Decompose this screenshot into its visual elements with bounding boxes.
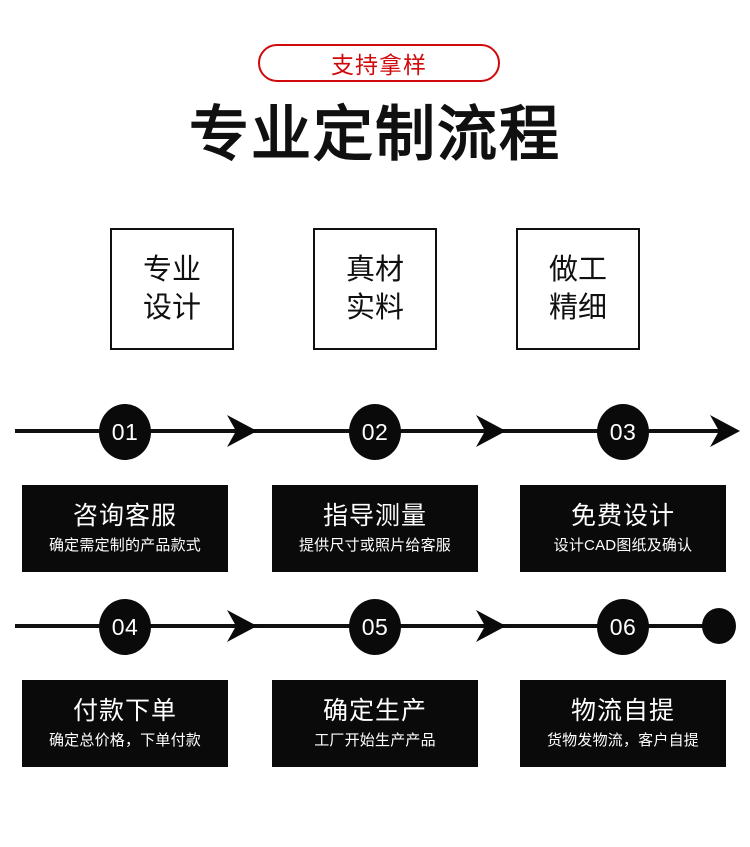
step-card-05: 确定生产 工厂开始生产产品 bbox=[272, 680, 478, 767]
step-card-subtitle: 工厂开始生产产品 bbox=[314, 732, 436, 749]
arrow-head-icon bbox=[225, 608, 259, 644]
step-number: 02 bbox=[361, 418, 389, 445]
step-card-01: 咨询客服 确定需定制的产品款式 bbox=[22, 485, 228, 572]
step-number-badge-03: 03 bbox=[597, 404, 649, 460]
step-card-04: 付款下单 确定总价格，下单付款 bbox=[22, 680, 228, 767]
arrow-head-icon bbox=[474, 608, 508, 644]
step-number: 06 bbox=[609, 613, 637, 640]
step-number: 05 bbox=[361, 613, 389, 640]
step-number-badge-06: 06 bbox=[597, 599, 649, 655]
step-card-title: 付款下单 bbox=[72, 697, 177, 725]
feature-line-2: 设计 bbox=[142, 292, 201, 324]
arrow-head-icon bbox=[225, 413, 259, 449]
feature-line-1: 专业 bbox=[142, 254, 201, 286]
step-number-badge-01: 01 bbox=[99, 404, 151, 460]
step-card-title: 咨询客服 bbox=[72, 502, 177, 530]
flow-row-second: 04 05 06 付款下单 确定总价格，下单付款 确定生产 工厂开始生产产品 物… bbox=[0, 592, 750, 767]
step-card-03: 免费设计 设计CAD图纸及确认 bbox=[520, 485, 726, 572]
badge-label: 支持拿样 bbox=[331, 52, 427, 78]
feature-box-design: 专业 设计 bbox=[110, 228, 234, 350]
step-card-subtitle: 货物发物流，客户自提 bbox=[546, 732, 699, 749]
step-number: 01 bbox=[111, 418, 139, 445]
step-number: 03 bbox=[609, 418, 637, 445]
step-card-title: 指导测量 bbox=[322, 502, 427, 530]
sample-support-badge: 支持拿样 bbox=[258, 44, 500, 82]
step-card-title: 免费设计 bbox=[570, 502, 675, 530]
flow-row-first: 01 02 03 咨询客服 确定需定制的产品款式 指导测量 提供尺寸或照片给客服… bbox=[0, 397, 750, 572]
page-title: 专业定制流程 bbox=[189, 101, 561, 168]
end-dot-icon bbox=[702, 608, 736, 644]
arrow-head-icon bbox=[474, 413, 508, 449]
step-card-title: 确定生产 bbox=[322, 697, 427, 725]
step-card-02: 指导测量 提供尺寸或照片给客服 bbox=[272, 485, 478, 572]
step-card-06: 物流自提 货物发物流，客户自提 bbox=[520, 680, 726, 767]
step-number-badge-02: 02 bbox=[349, 404, 401, 460]
step-number-badge-05: 05 bbox=[349, 599, 401, 655]
feature-line-1: 真材 bbox=[345, 254, 404, 286]
step-card-subtitle: 提供尺寸或照片给客服 bbox=[298, 537, 451, 554]
feature-box-material: 真材 实料 bbox=[313, 228, 437, 350]
feature-line-2: 精细 bbox=[548, 292, 607, 324]
step-card-subtitle: 确定总价格，下单付款 bbox=[48, 732, 201, 749]
step-number-badge-04: 04 bbox=[99, 599, 151, 655]
step-card-title: 物流自提 bbox=[570, 697, 675, 725]
feature-line-1: 做工 bbox=[548, 254, 607, 286]
arrow-head-icon bbox=[708, 413, 742, 449]
step-card-subtitle: 设计CAD图纸及确认 bbox=[553, 537, 693, 554]
feature-box-group: 专业 设计 真材 实料 做工 精细 bbox=[0, 228, 750, 352]
feature-line-2: 实料 bbox=[345, 292, 404, 324]
feature-box-workmanship: 做工 精细 bbox=[516, 228, 640, 350]
step-card-subtitle: 确定需定制的产品款式 bbox=[48, 537, 201, 554]
step-number: 04 bbox=[111, 613, 139, 640]
